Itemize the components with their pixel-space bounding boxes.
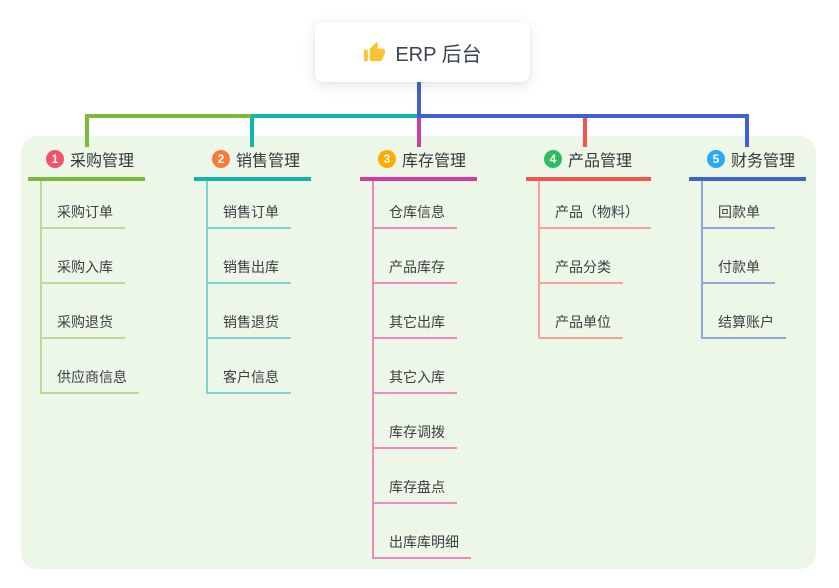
branch-title-label: 产品管理	[568, 153, 633, 170]
branch-children: 回款单 付款单 结算账户	[701, 181, 806, 339]
branch-sales: 2 销售管理 销售订单 销售出库 销售退货 客户信息	[194, 146, 312, 394]
child-node[interactable]: 出库库明细	[374, 504, 471, 559]
child-node[interactable]: 产品分类	[540, 229, 623, 284]
child-node[interactable]: 库存调拨	[374, 394, 457, 449]
branch-title-product[interactable]: 4 产品管理	[526, 146, 651, 181]
branch-title-purchase[interactable]: 1 采购管理	[28, 146, 146, 181]
connector-drop-sales	[250, 114, 254, 147]
child-node[interactable]: 产品库存	[374, 229, 457, 284]
branch-number-badge: 5	[707, 150, 725, 168]
branch-title-inventory[interactable]: 3 库存管理	[360, 146, 478, 181]
branch-children: 销售订单 销售出库 销售退货 客户信息	[206, 181, 311, 394]
branches-panel	[21, 136, 816, 569]
branch-children: 采购订单 采购入库 采购退货 供应商信息	[40, 181, 145, 394]
child-node[interactable]: 销售退货	[208, 284, 291, 339]
connector-drop-inventory	[417, 114, 421, 147]
child-node[interactable]: 其它出库	[374, 284, 457, 339]
child-node[interactable]: 客户信息	[208, 339, 291, 394]
branch-title-label: 财务管理	[731, 153, 796, 170]
child-node[interactable]: 采购订单	[42, 181, 125, 229]
branch-title-finance[interactable]: 5 财务管理	[689, 146, 807, 181]
branch-number-badge: 4	[544, 150, 562, 168]
child-node[interactable]: 采购退货	[42, 284, 125, 339]
connector-drop-product	[583, 114, 587, 147]
branch-inventory: 3 库存管理 仓库信息 产品库存 其它出库 其它入库 库存调拨 库存盘点 出库库…	[360, 146, 478, 559]
root-title: ERP 后台	[395, 43, 482, 66]
branch-number-badge: 1	[46, 150, 64, 168]
child-node[interactable]: 库存盘点	[374, 449, 457, 504]
child-node[interactable]: 其它入库	[374, 339, 457, 394]
connector-horizontal-mid	[251, 114, 421, 118]
child-node[interactable]: 回款单	[703, 181, 775, 229]
branch-title-label: 采购管理	[70, 153, 135, 170]
connector-horizontal-right	[417, 114, 749, 118]
child-node[interactable]: 供应商信息	[42, 339, 139, 394]
connector-drop-purchase	[85, 114, 89, 147]
branch-number-badge: 3	[378, 150, 396, 168]
branch-title-sales[interactable]: 2 销售管理	[194, 146, 312, 181]
child-node[interactable]: 仓库信息	[374, 181, 457, 229]
branch-number-badge: 2	[212, 150, 230, 168]
branch-title-label: 销售管理	[236, 153, 301, 170]
branch-purchase: 1 采购管理 采购订单 采购入库 采购退货 供应商信息	[28, 146, 146, 394]
connector-trunk	[417, 82, 421, 118]
child-node[interactable]: 采购入库	[42, 229, 125, 284]
connector-drop-finance	[745, 114, 749, 147]
child-node[interactable]: 销售出库	[208, 229, 291, 284]
branch-finance: 5 财务管理 回款单 付款单 结算账户	[689, 146, 807, 339]
branch-product: 4 产品管理 产品（物料） 产品分类 产品单位	[526, 146, 651, 339]
child-node[interactable]: 产品（物料）	[540, 181, 651, 229]
child-node[interactable]: 结算账户	[703, 284, 786, 339]
root-node[interactable]: ERP 后台	[315, 22, 530, 82]
child-node[interactable]: 销售订单	[208, 181, 291, 229]
child-node[interactable]: 产品单位	[540, 284, 623, 339]
thumbs-up-icon	[364, 41, 386, 61]
connector-horizontal-left	[85, 114, 253, 118]
branch-title-label: 库存管理	[402, 153, 467, 170]
child-node[interactable]: 付款单	[703, 229, 775, 284]
branch-children: 产品（物料） 产品分类 产品单位	[538, 181, 651, 339]
branch-children: 仓库信息 产品库存 其它出库 其它入库 库存调拨 库存盘点 出库库明细	[372, 181, 477, 559]
